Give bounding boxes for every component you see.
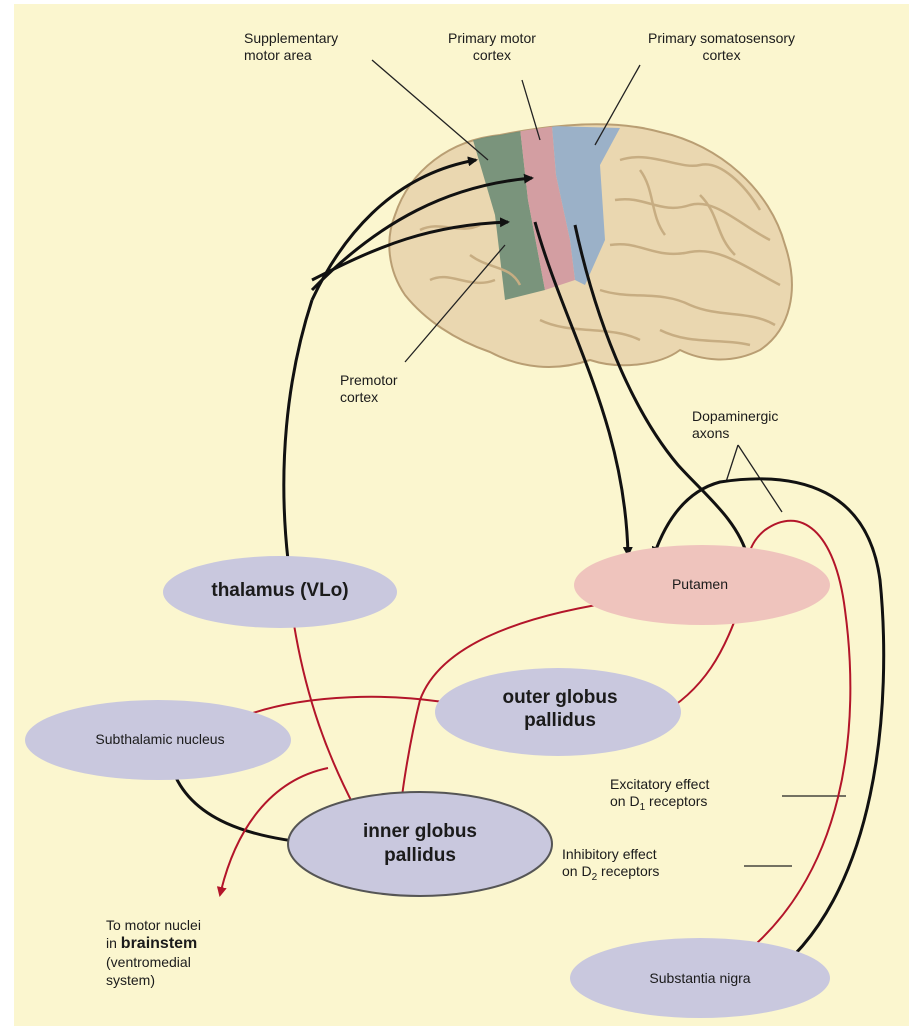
motor-nuclei-line-4: system) xyxy=(106,971,201,989)
premotor-cortex-label: Premotor cortex xyxy=(340,372,398,406)
primary-motor-line-2: cortex xyxy=(448,47,536,64)
outer-gp-to-subthalamic-arrow xyxy=(234,697,465,720)
excitatory-subscript: 1 xyxy=(640,802,646,813)
outer-gp-line-2: pallidus xyxy=(460,709,660,732)
dopaminergic-line-2: axons xyxy=(692,425,778,442)
motor-nuclei-line-1: To motor nuclei xyxy=(106,916,201,934)
inhibitory-line-2: on D2 receptors xyxy=(562,863,659,882)
excitatory-suffix: receptors xyxy=(645,793,707,809)
primary-motor-line-1: Primary motor xyxy=(448,30,536,47)
inhibitory-subscript: 2 xyxy=(592,872,598,883)
substantia-nigra-label: Substantia nigra xyxy=(600,970,800,986)
thalamus-label: thalamus (VLo) xyxy=(170,580,390,602)
inner-gp-line-1: inner globus xyxy=(320,820,520,844)
supplementary-line-1: Supplementary xyxy=(244,30,338,47)
dopaminergic-axons-label: Dopaminergic axons xyxy=(692,408,778,442)
somatosensory-line-2: cortex xyxy=(648,47,795,64)
brainstem-word: brainstem xyxy=(121,935,197,952)
thalamus-to-cortex-path xyxy=(284,300,312,560)
excitatory-line-2: on D1 receptors xyxy=(610,793,709,812)
supplementary-line-2: motor area xyxy=(244,47,338,64)
subthalamic-label: Subthalamic nucleus xyxy=(30,731,290,747)
excitatory-effect-label: Excitatory effect on D1 receptors xyxy=(610,776,709,812)
premotor-line-2: cortex xyxy=(340,389,398,406)
premotor-line-1: Premotor xyxy=(340,372,398,389)
motor-nuclei-prefix: in xyxy=(106,935,121,951)
brain-illustration xyxy=(389,124,792,367)
excitatory-line-1: Excitatory effect xyxy=(610,776,709,793)
inhibitory-prefix: on D xyxy=(562,863,592,879)
excitatory-prefix: on D xyxy=(610,793,640,809)
primary-motor-cortex-label: Primary motor cortex xyxy=(448,30,536,64)
inner-gp-label: inner globus pallidus xyxy=(320,820,520,868)
inner-gp-line-2: pallidus xyxy=(320,844,520,868)
somatosensory-line-1: Primary somatosensory xyxy=(648,30,795,47)
motor-nuclei-line-2: in brainstem xyxy=(106,934,201,953)
inhibitory-effect-label: Inhibitory effect on D2 receptors xyxy=(562,846,659,882)
inhibitory-line-1: Inhibitory effect xyxy=(562,846,659,863)
motor-nuclei-label: To motor nuclei in brainstem (ventromedi… xyxy=(106,916,201,989)
motor-nuclei-line-3: (ventromedial xyxy=(106,953,201,971)
outer-gp-line-1: outer globus xyxy=(460,686,660,709)
putamen-label: Putamen xyxy=(620,576,780,592)
supplementary-motor-area-label: Supplementary motor area xyxy=(244,30,338,64)
inner-gp-to-thalamus-arrow xyxy=(292,612,355,808)
outer-gp-label: outer globus pallidus xyxy=(460,686,660,732)
primary-somatosensory-cortex-label: Primary somatosensory cortex xyxy=(648,30,795,64)
inhibitory-suffix: receptors xyxy=(597,863,659,879)
dopaminergic-line-1: Dopaminergic xyxy=(692,408,778,425)
